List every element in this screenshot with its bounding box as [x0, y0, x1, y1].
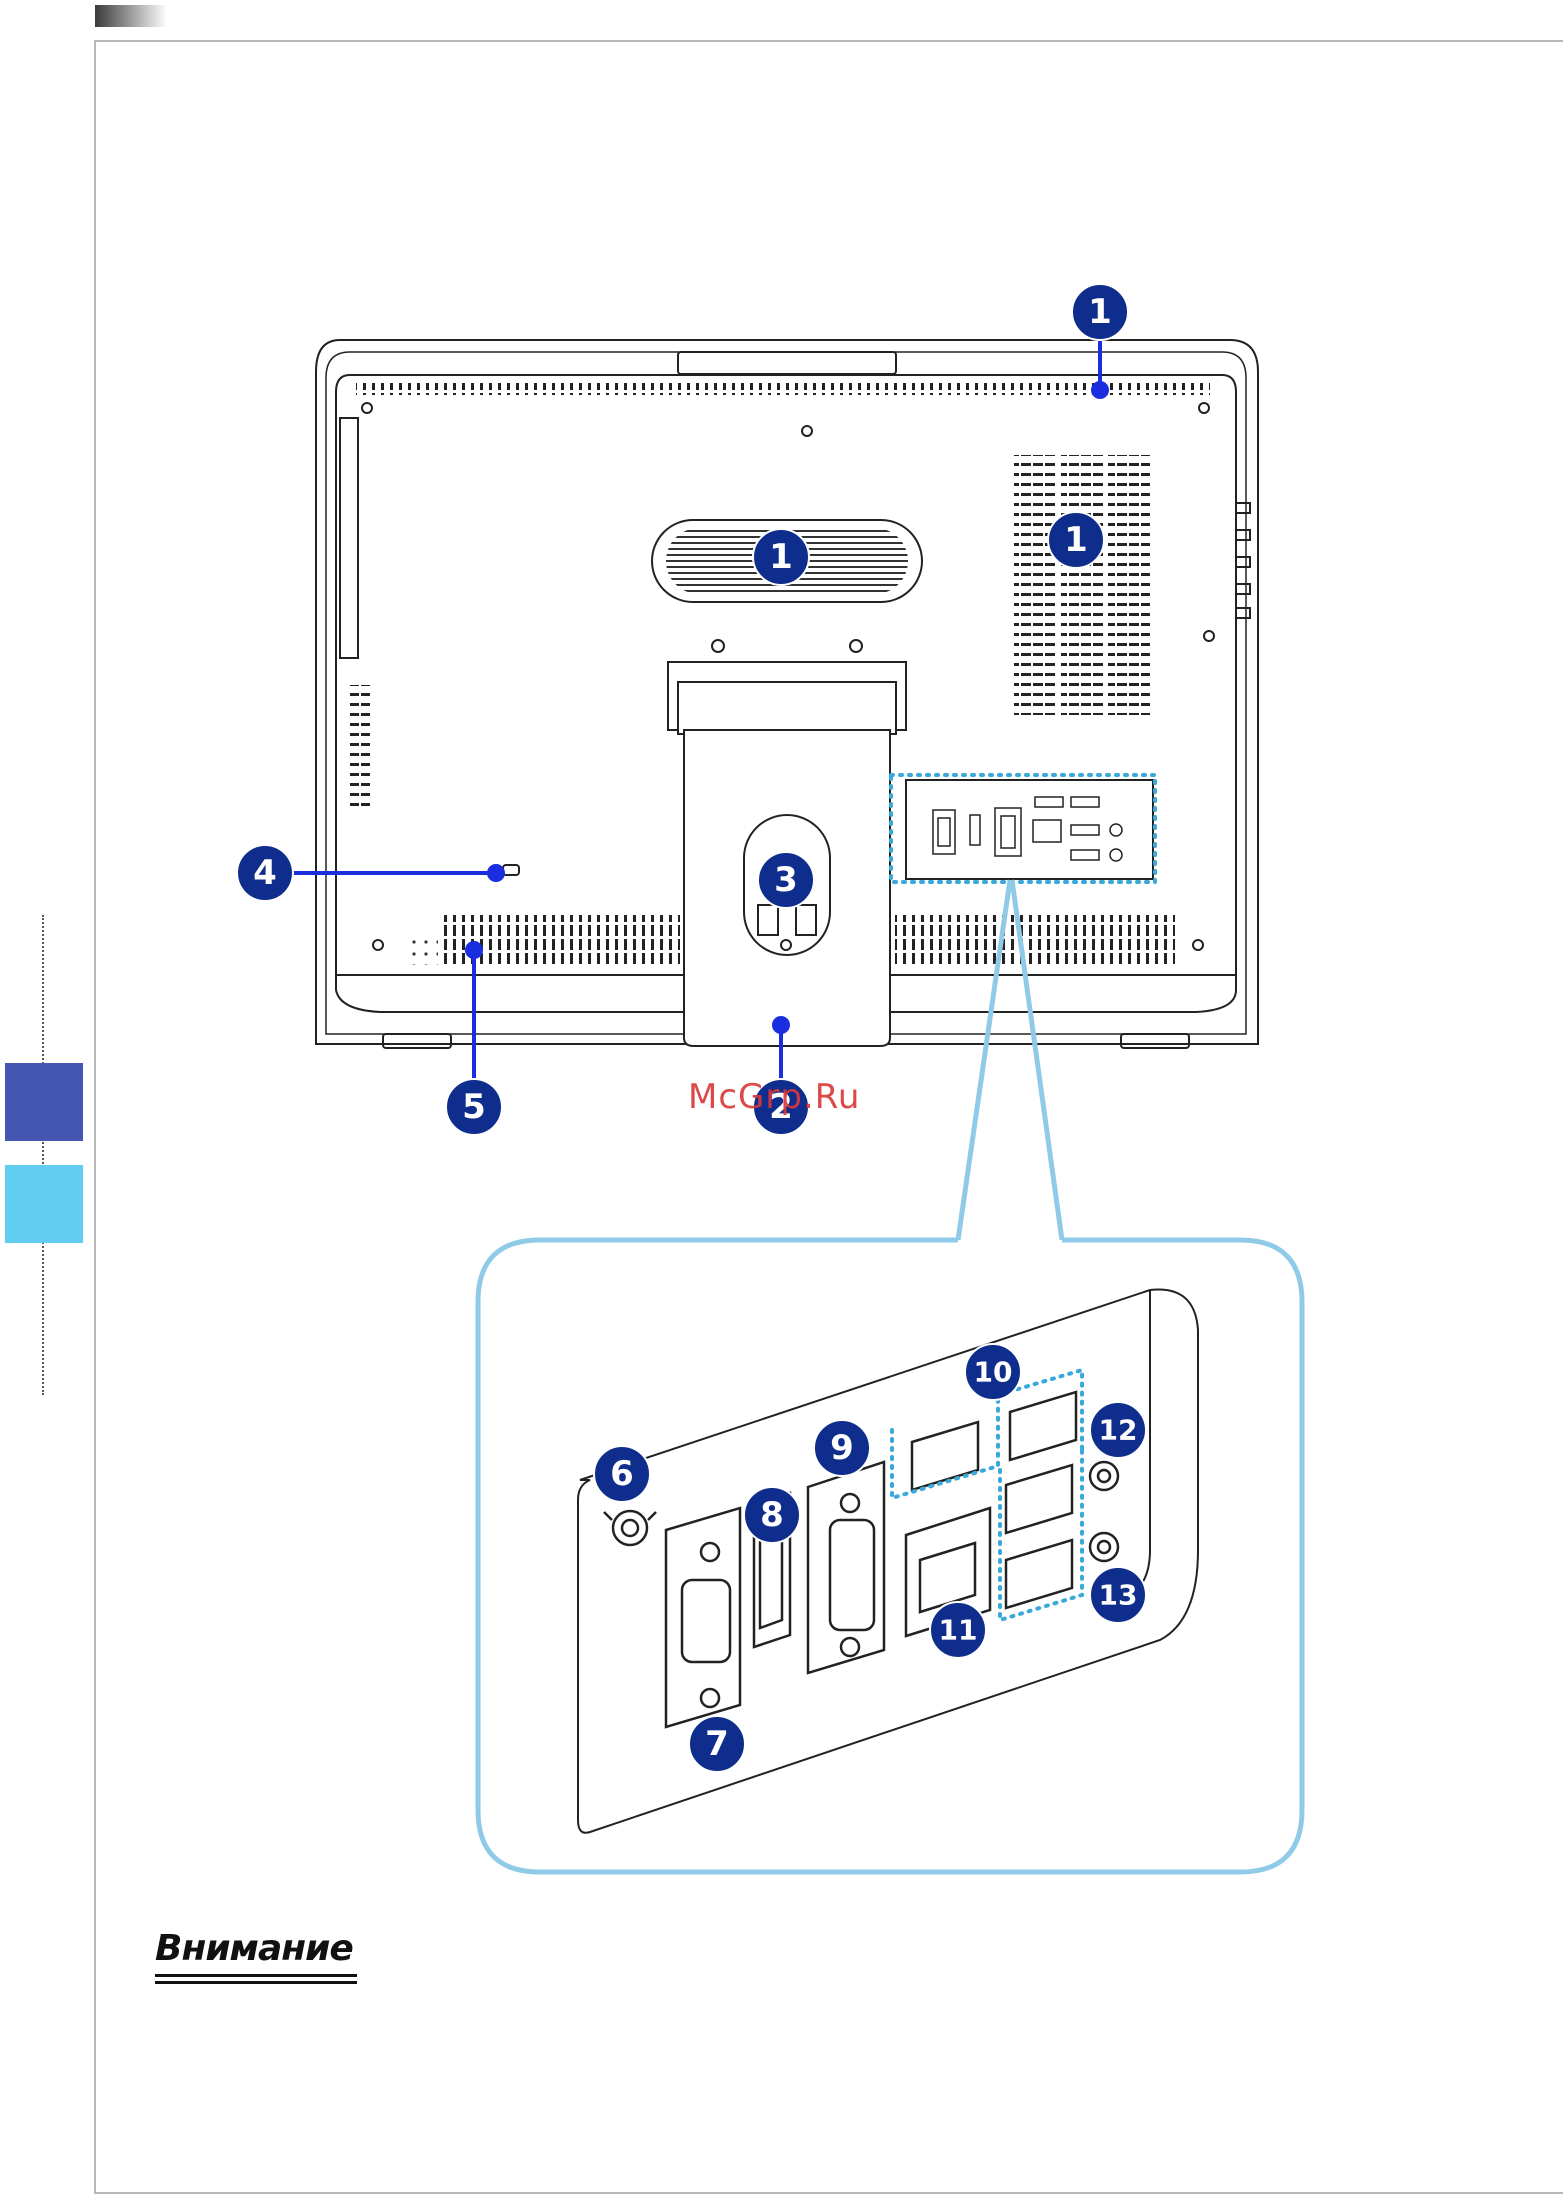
- svg-text:1: 1: [769, 537, 793, 577]
- note-underline: [155, 1974, 357, 1984]
- left-side-panel: [340, 418, 370, 810]
- svg-text:3: 3: [774, 860, 798, 900]
- callout-5: 5: [446, 1079, 502, 1135]
- callout-10: 10: [965, 1344, 1021, 1400]
- svg-text:7: 7: [705, 1724, 729, 1764]
- svg-text:6: 6: [610, 1454, 634, 1494]
- callout-8: 8: [744, 1487, 800, 1543]
- callout-11: 11: [930, 1602, 986, 1658]
- svg-text:5: 5: [462, 1087, 486, 1127]
- svg-text:9: 9: [830, 1428, 854, 1468]
- callout-12: 12: [1090, 1402, 1146, 1458]
- svg-text:10: 10: [974, 1356, 1013, 1389]
- callout-13: 13: [1090, 1567, 1146, 1623]
- callout-9: 9: [814, 1420, 870, 1476]
- callout-3: 3: [758, 852, 814, 908]
- note-heading: Внимание: [155, 1928, 353, 1969]
- callout-4: 4: [237, 845, 293, 901]
- right-side-buttons: [1236, 503, 1250, 618]
- svg-text:4: 4: [253, 853, 277, 893]
- svg-text:12: 12: [1099, 1414, 1138, 1447]
- callout-6: 6: [594, 1446, 650, 1502]
- callout-1-grille: 1: [753, 529, 809, 585]
- svg-text:1: 1: [1088, 292, 1112, 332]
- top-vent-strip: [356, 383, 1210, 395]
- svg-text:13: 13: [1099, 1579, 1138, 1612]
- vent-grid: [1014, 455, 1150, 715]
- callout-1-vent: 1: [1048, 512, 1104, 568]
- lock-slot: [503, 865, 519, 875]
- io-panel: [891, 775, 1155, 882]
- svg-text:1: 1: [1064, 520, 1088, 560]
- svg-text:8: 8: [760, 1495, 784, 1535]
- callout-1-top: 1: [1072, 284, 1128, 340]
- watermark-text: McGrp.Ru: [688, 1077, 860, 1117]
- callout-7: 7: [689, 1716, 745, 1772]
- svg-text:11: 11: [939, 1614, 978, 1647]
